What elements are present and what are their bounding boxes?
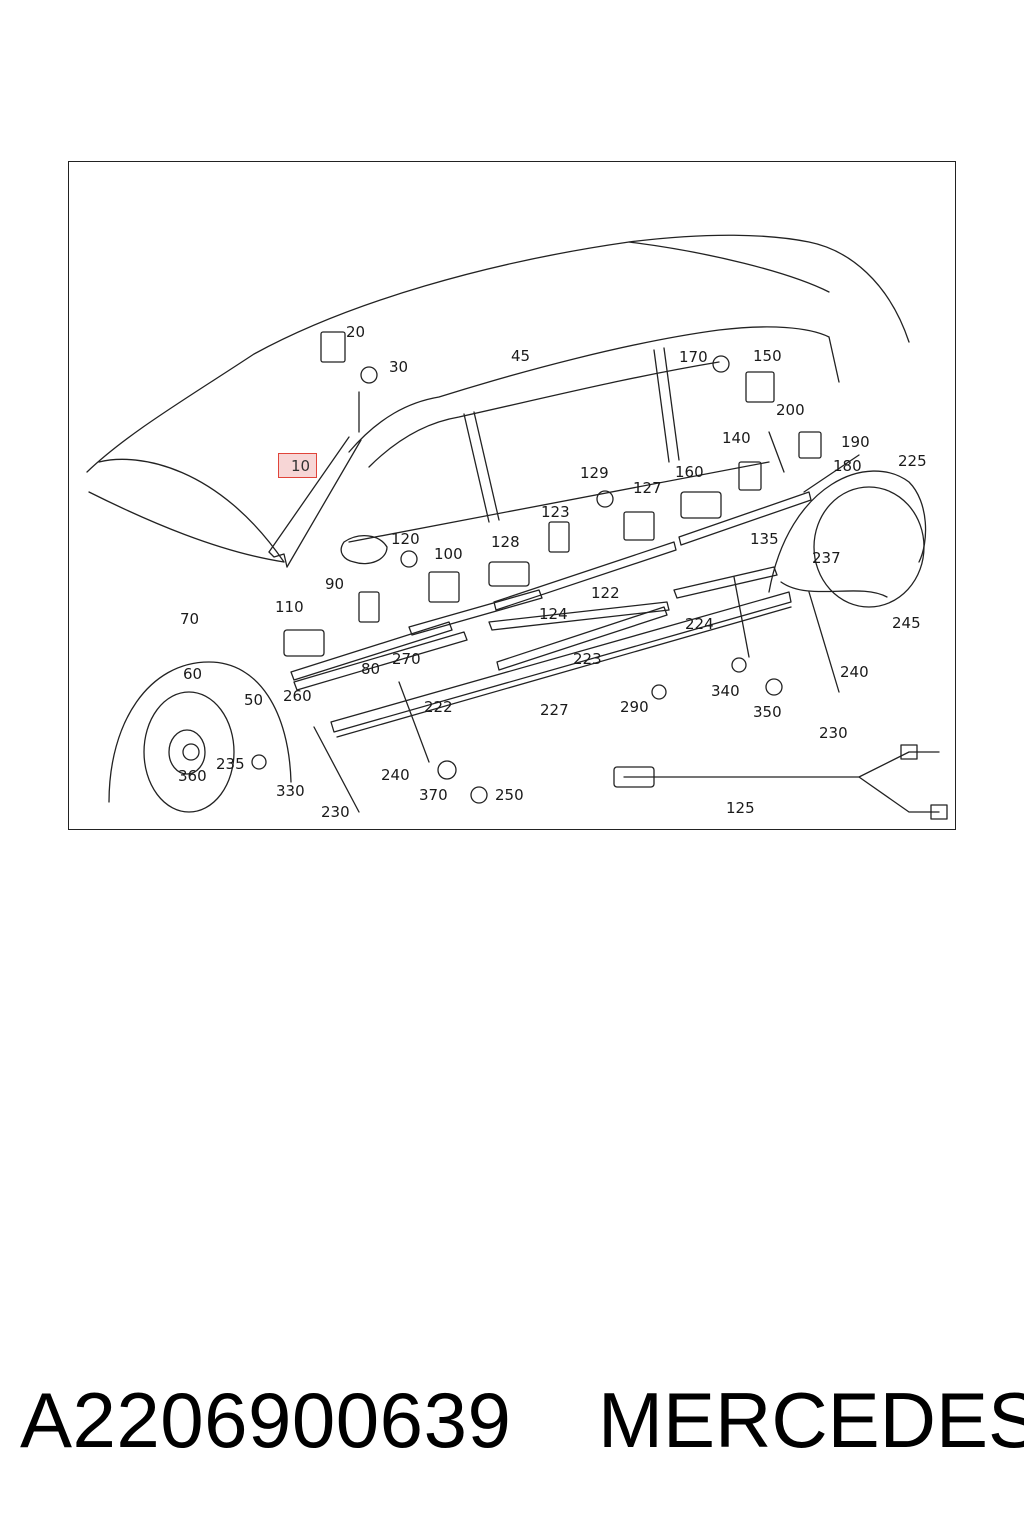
callout-120[interactable]: 120	[391, 530, 420, 548]
part-number: A2206900639	[20, 1376, 512, 1464]
callout-230-front[interactable]: 230	[321, 803, 350, 821]
callout-200[interactable]: 200	[776, 401, 805, 419]
clip-127	[623, 511, 655, 541]
clip-100	[428, 571, 460, 603]
callout-150[interactable]: 150	[753, 347, 782, 365]
trim-strip-10	[268, 436, 350, 553]
parts-diagram: 10 20 30 45 170 150 200 190 180 225 140 …	[68, 161, 956, 830]
callout-225[interactable]: 225	[898, 452, 927, 470]
cable-125	[623, 751, 940, 778]
trim-strip-140	[678, 491, 812, 546]
callout-330[interactable]: 330	[276, 782, 305, 800]
callout-80[interactable]: 80	[361, 660, 381, 678]
callout-227[interactable]: 227	[540, 701, 569, 719]
callout-190[interactable]: 190	[841, 433, 870, 451]
callout-124[interactable]: 124	[539, 605, 568, 623]
callout-45[interactable]: 45	[511, 347, 531, 365]
callout-128[interactable]: 128	[491, 533, 520, 551]
callout-170[interactable]: 170	[679, 348, 708, 366]
callout-60[interactable]: 60	[183, 665, 203, 683]
callout-237[interactable]: 237	[812, 549, 841, 567]
clip-20	[320, 331, 346, 363]
callout-30[interactable]: 30	[389, 358, 409, 376]
callout-260[interactable]: 260	[283, 687, 312, 705]
callout-235[interactable]: 235	[216, 755, 245, 773]
callout-223[interactable]: 223	[573, 650, 602, 668]
screw-250	[470, 786, 488, 804]
callout-290[interactable]: 290	[620, 698, 649, 716]
window-frame-upper	[348, 326, 840, 453]
callout-122[interactable]: 122	[591, 584, 620, 602]
callout-70[interactable]: 70	[180, 610, 200, 628]
callout-135[interactable]: 135	[750, 530, 779, 548]
callout-140[interactable]: 140	[722, 429, 751, 447]
screw-120	[400, 550, 418, 568]
callout-370[interactable]: 370	[419, 786, 448, 804]
screw-170	[712, 355, 730, 373]
clip-330	[251, 754, 267, 770]
callout-90[interactable]: 90	[325, 575, 345, 593]
rear-wheel-arch	[768, 470, 927, 593]
callout-350[interactable]: 350	[753, 703, 782, 721]
callout-222[interactable]: 222	[424, 698, 453, 716]
callout-245[interactable]: 245	[892, 614, 921, 632]
callout-20[interactable]: 20	[346, 323, 366, 341]
callout-160[interactable]: 160	[675, 463, 704, 481]
mirror-outline	[340, 535, 388, 565]
trim-strip-122	[488, 601, 670, 631]
clip-140-upper	[738, 461, 762, 491]
nut-370	[437, 760, 457, 780]
rocker-panel-227	[330, 591, 792, 733]
callout-123[interactable]: 123	[541, 503, 570, 521]
callout-240-front[interactable]: 240	[381, 766, 410, 784]
clip-123	[548, 521, 570, 553]
callout-129[interactable]: 129	[580, 464, 609, 482]
callout-340[interactable]: 340	[711, 682, 740, 700]
clip-340	[731, 657, 747, 673]
callout-270[interactable]: 270	[392, 650, 421, 668]
callout-50[interactable]: 50	[244, 691, 264, 709]
callout-10[interactable]: 10	[278, 453, 318, 478]
callout-224[interactable]: 224	[685, 615, 714, 633]
callout-100[interactable]: 100	[434, 545, 463, 563]
brand-name: MERCEDES	[598, 1376, 1024, 1464]
callout-250[interactable]: 250	[495, 786, 524, 804]
callout-125[interactable]: 125	[726, 799, 755, 817]
part-caption: A2206900639 MERCEDES	[20, 1375, 1024, 1465]
callout-240-rear[interactable]: 240	[840, 663, 869, 681]
screw-30	[360, 366, 378, 384]
callout-180[interactable]: 180	[833, 457, 862, 475]
screw-360	[182, 743, 200, 761]
clip-160	[680, 491, 722, 519]
screw-129	[596, 490, 614, 508]
car-side-trim-drawing	[86, 234, 948, 820]
clip-290	[651, 684, 667, 700]
clip-190	[798, 431, 822, 459]
screw-350	[765, 678, 783, 696]
callout-230-rear[interactable]: 230	[819, 724, 848, 742]
clip-150	[745, 371, 775, 403]
clip-128	[488, 561, 530, 587]
callout-127[interactable]: 127	[633, 479, 662, 497]
trim-strip-80	[290, 621, 453, 681]
trim-strip-135	[673, 566, 778, 599]
front-wheel-arch	[108, 661, 292, 803]
clip-90	[358, 591, 380, 623]
callout-110[interactable]: 110	[275, 598, 304, 616]
roof-outline	[86, 234, 910, 473]
callout-360[interactable]: 360	[178, 767, 207, 785]
clip-110	[283, 629, 325, 657]
